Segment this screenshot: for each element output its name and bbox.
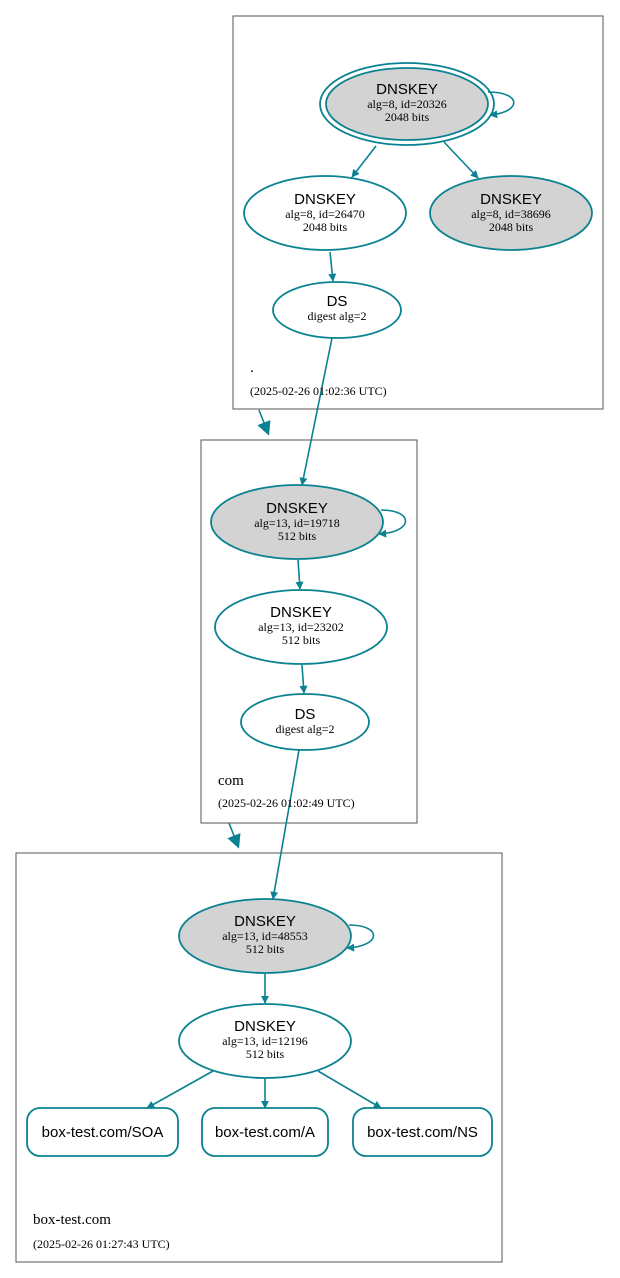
node-com-ksk-info: alg=13, id=19718 [254, 516, 340, 530]
record-a: box-test.com/A [201, 1107, 329, 1157]
node-com-ds-type: DS [295, 706, 316, 723]
node-com-zsk-type: DNSKEY [270, 604, 332, 621]
node-com-zsk-info: alg=13, id=23202 [258, 620, 344, 634]
record-soa: box-test.com/SOA [26, 1107, 179, 1157]
edge-box-zsk-to-ns [317, 1070, 382, 1109]
edge-com-ds-to-box-ksk [270, 749, 300, 900]
node-root-ksk-type: DNSKEY [376, 81, 438, 98]
zone-box-test-box [15, 852, 503, 1263]
node-box-zsk-type: DNSKEY [234, 1018, 296, 1035]
zone-com-box [200, 439, 418, 824]
node-box-zsk-bits: 512 bits [246, 1047, 285, 1061]
self-loop-root-ksk [487, 91, 515, 119]
node-root-ds-digest: digest alg=2 [307, 309, 366, 323]
zone-root-name: . [250, 360, 254, 376]
node-com-ds: DS digest alg=2 [240, 693, 370, 751]
delegation-arrow-root-com [257, 409, 271, 436]
node-box-ksk: DNSKEY alg=13, id=48553 512 bits [178, 898, 352, 974]
node-root-key2-bits: 2048 bits [489, 220, 534, 234]
record-ns-label: box-test.com/NS [367, 1124, 478, 1141]
edge-root-ksk-to-key2 [443, 141, 479, 179]
node-box-ksk-bits: 512 bits [246, 942, 285, 956]
node-root-key2-type: DNSKEY [480, 191, 542, 208]
node-root-zsk-type: DNSKEY [294, 191, 356, 208]
node-com-ksk: DNSKEY alg=13, id=19718 512 bits [210, 484, 384, 560]
node-root-ksk: DNSKEY alg=8, id=20326 2048 bits [319, 62, 495, 146]
node-box-ksk-type: DNSKEY [234, 913, 296, 930]
node-root-ds-type: DS [327, 293, 348, 310]
node-box-ksk-info: alg=13, id=48553 [222, 929, 308, 943]
zone-com-timestamp: (2025-02-26 01:02:49 UTC) [218, 796, 355, 810]
zone-root-timestamp: (2025-02-26 01:02:36 UTC) [250, 384, 387, 398]
node-com-ds-digest: digest alg=2 [275, 722, 334, 736]
delegation-arrow-com-box [227, 822, 241, 849]
node-root-ds: DS digest alg=2 [272, 281, 402, 339]
node-root-zsk: DNSKEY alg=8, id=26470 2048 bits [243, 175, 407, 251]
zone-root-box [232, 15, 604, 410]
edge-root-ksk-to-zsk [351, 145, 377, 178]
record-soa-label: box-test.com/SOA [42, 1124, 164, 1141]
record-a-label: box-test.com/A [215, 1124, 315, 1141]
zone-com-name: com [218, 773, 244, 789]
node-root-ksk-bits: 2048 bits [385, 110, 430, 124]
edge-com-zsk-to-ds [299, 664, 308, 694]
self-loop-box-ksk [346, 924, 375, 952]
node-root-key2: DNSKEY alg=8, id=38696 2048 bits [429, 175, 593, 251]
zone-box-test-timestamp: (2025-02-26 01:27:43 UTC) [33, 1237, 170, 1251]
zone-box-test-name: box-test.com [33, 1212, 111, 1228]
node-root-zsk-bits: 2048 bits [303, 220, 348, 234]
node-box-zsk: DNSKEY alg=13, id=12196 512 bits [178, 1003, 352, 1079]
node-com-zsk: DNSKEY alg=13, id=23202 512 bits [214, 589, 388, 665]
record-ns: box-test.com/NS [352, 1107, 493, 1157]
self-loop-com-ksk [378, 509, 407, 538]
node-com-ksk-bits: 512 bits [278, 529, 317, 543]
node-com-zsk-bits: 512 bits [282, 633, 321, 647]
node-box-zsk-info: alg=13, id=12196 [222, 1034, 308, 1048]
node-root-ksk-info: alg=8, id=20326 [367, 97, 447, 111]
edge-box-zsk-to-soa [146, 1070, 214, 1109]
node-com-ksk-type: DNSKEY [266, 500, 328, 517]
node-root-key2-info: alg=8, id=38696 [471, 207, 551, 221]
edge-com-ksk-to-zsk [295, 559, 304, 590]
edge-root-ds-to-com-ksk [299, 337, 333, 486]
node-root-zsk-info: alg=8, id=26470 [285, 207, 365, 221]
edge-root-zsk-to-ds [328, 251, 337, 282]
